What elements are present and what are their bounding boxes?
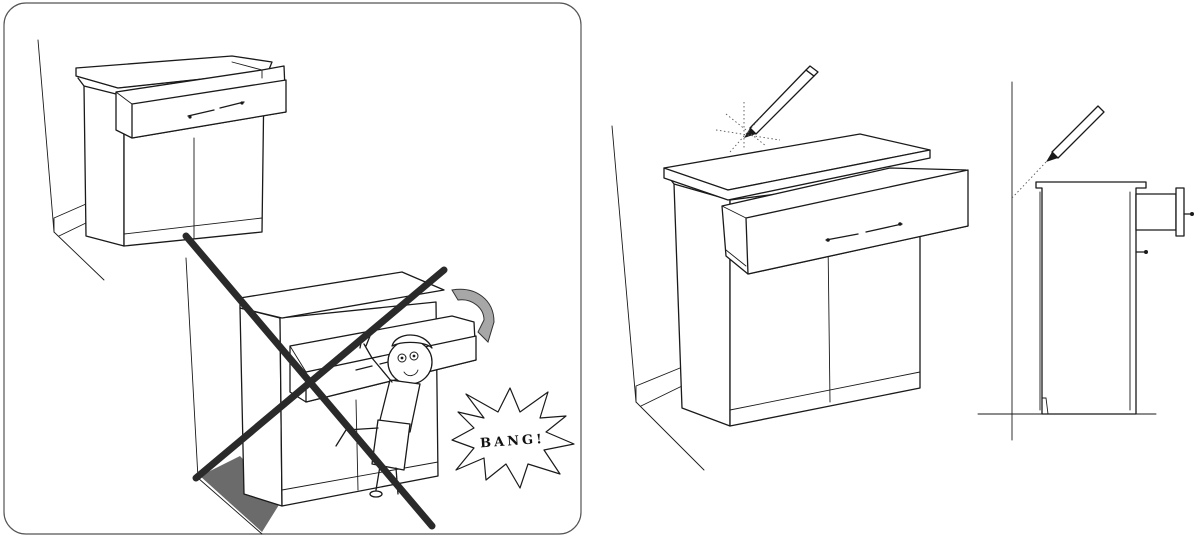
pencil-icon xyxy=(744,66,818,138)
mark-wall-illustration xyxy=(612,66,968,470)
pencil-icon xyxy=(1046,106,1104,162)
warning-panel: BANG! xyxy=(4,3,581,534)
side-view-illustration xyxy=(978,82,1194,440)
